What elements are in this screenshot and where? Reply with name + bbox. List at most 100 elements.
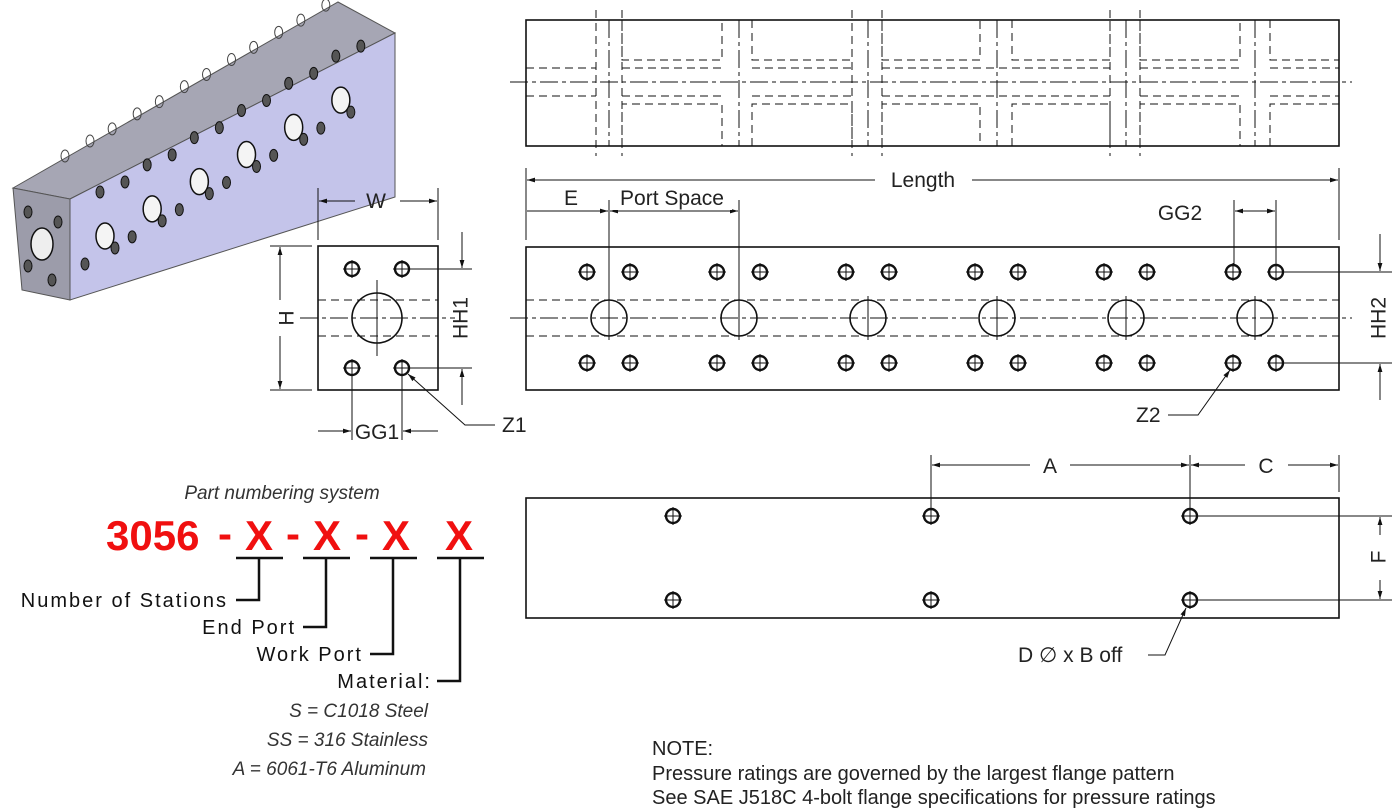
dim-e-label: E [564,187,578,210]
iso-port [142,195,162,223]
dim-c-label: C [1258,455,1273,478]
dim-length-label: Length [891,169,955,192]
dim-gg1-label: GG1 [355,421,399,444]
legend-material: Material: [337,671,432,693]
hidden-line [621,20,723,61]
iso-bolt-hole [95,185,105,199]
bolt-hole [878,352,900,374]
dim-h-label: H [276,310,299,325]
iso-bolt-hole [204,187,214,201]
bolt-hole [964,261,986,283]
hidden-line [1011,103,1111,146]
hidden-line [1011,20,1111,61]
note-line: Pressure ratings are governed by the lar… [652,763,1175,785]
part-separator: - [286,510,300,557]
dim-gg2-label: GG2 [1158,202,1202,225]
hidden-line [751,103,853,146]
material-aluminum: A = 6061-T6 Aluminum [232,759,426,780]
iso-bolt-hole [316,121,326,135]
bolt-hole [706,261,728,283]
iso-port [236,140,257,169]
iso-bolt-hole [284,76,294,90]
iso-bolt-hole [346,105,356,119]
hidden-line [881,20,981,61]
dim-port-space-label: Port Space [620,187,724,210]
bolt-hole [576,261,598,283]
part-numbering-title: Part numbering system [184,483,379,504]
bolt-hole [1007,261,1029,283]
bolt-hole [835,352,857,374]
iso-bolt-hole [262,93,272,107]
iso-top-hole [296,13,306,27]
hidden-line [881,103,981,146]
iso-end-bolt-hole [23,205,33,219]
bolt-hole [1007,352,1029,374]
bolt-hole [1265,352,1287,374]
iso-end-bolt-hole [47,273,57,287]
bolt-hole [619,261,641,283]
iso-top-hole [60,149,70,163]
isometric-manifold-view [11,0,397,301]
iso-bolt-hole [110,241,120,255]
callout-z2-label: Z2 [1136,404,1161,427]
iso-top-hole [179,80,189,94]
iso-bolt-hole [252,159,262,173]
iso-top-hole [154,95,164,109]
bolt-hole [1222,261,1244,283]
dim-hh1-label: HH1 [450,297,473,339]
iso-bolt-hole [189,131,199,145]
iso-bolt-hole [174,203,184,217]
bottom-view: A C F D ∅ x B off [525,455,1392,667]
part-field-work-port: X [382,512,410,559]
part-field-stations: X [245,512,273,559]
bolt-hole [749,352,771,374]
note-line: See SAE J518C 4-bolt flange specificatio… [652,787,1216,809]
iso-port [283,113,304,142]
part-numbering-system: Part numbering system 3056 - X - X - X X… [21,483,484,780]
bolt-hole [878,261,900,283]
iso-top-hole [274,25,284,39]
callout-hole-label: D ∅ x B off [1018,644,1122,667]
hidden-line [1139,20,1241,61]
part-field-end-port: X [313,512,341,559]
bolt-hole [1093,261,1115,283]
iso-top-hole [132,107,142,121]
bolt-hole [835,261,857,283]
iso-end-bolt-hole [53,215,63,229]
iso-top-hole [202,67,212,81]
bolt-hole [619,352,641,374]
iso-top-hole [321,0,331,12]
hidden-line [1269,20,1340,61]
bolt-hole [1093,352,1115,374]
iso-bolt-hole [214,121,224,135]
dim-a-label: A [1043,455,1057,478]
bolt-hole [1222,352,1244,374]
iso-bolt-hole [331,49,341,63]
bolt-hole [1136,261,1158,283]
iso-top-hole [107,122,117,136]
iso-bolt-hole [269,148,279,162]
bolt-hole [749,261,771,283]
part-separator: - [355,510,369,557]
iso-top-hole [85,134,95,148]
iso-bolt-hole [356,39,366,53]
front-view: Length E Port Space GG2 HH2 Z2 [510,168,1392,427]
end-view: W H HH1 GG1 Z1 [270,188,527,444]
part-base-number: 3056 [106,512,199,559]
dim-f-label: F [1368,551,1391,564]
iso-bolt-hole [222,175,232,189]
legend-work-port: Work Port [256,644,363,666]
iso-bolt-hole [127,230,137,244]
iso-bolt-hole [80,257,90,271]
note-block: NOTE: Pressure ratings are governed by t… [652,738,1216,809]
hidden-line [1139,103,1241,146]
iso-bolt-hole [309,66,319,80]
bolt-hole [1265,261,1287,283]
iso-bolt-hole [299,132,309,146]
iso-port [331,86,351,114]
bolt-hole [964,352,986,374]
dim-hh2-label: HH2 [1368,297,1391,339]
legend-end-port: End Port [202,617,296,639]
iso-top-hole [227,52,237,66]
